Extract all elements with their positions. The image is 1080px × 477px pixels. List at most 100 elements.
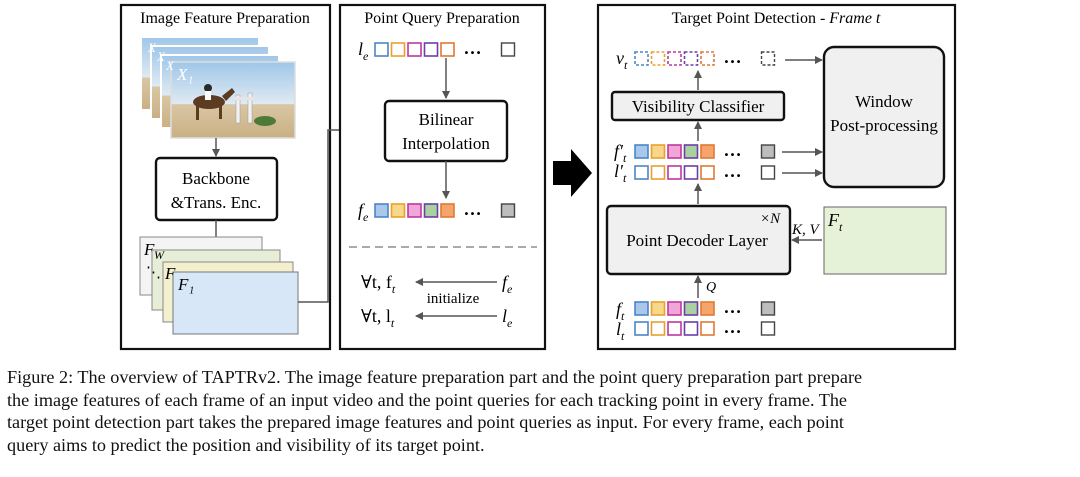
query-token [423, 42, 439, 57]
frame-label-2: X [156, 49, 166, 64]
query-token [683, 165, 699, 180]
point-query-panel [338, 3, 547, 351]
query-token [650, 165, 666, 180]
initialize-label: initialize [427, 291, 480, 307]
caption-line-2: the image features of each frame of an i… [7, 389, 847, 410]
query-token [683, 321, 699, 336]
bilinear-label-line2: Interpolation [402, 134, 490, 153]
query-token [634, 165, 649, 180]
feature-map-label-W-sub: W [154, 248, 165, 262]
point-decoder-label: Point Decoder Layer [626, 231, 768, 250]
query-token [634, 144, 649, 159]
point-query-panel-title: Point Query Preparation [364, 10, 520, 27]
init-lhs-f: ∀t, ft [361, 272, 396, 296]
query-token-last [760, 144, 776, 159]
figure-caption: Figure 2: The overview of TAPTRv2. The i… [7, 366, 1075, 456]
target-detection-panel-title: Target Point Detection - Frame t [672, 10, 881, 27]
query-token [700, 321, 715, 336]
token-ellipsis: … [464, 38, 482, 58]
lt-label: lt [616, 319, 625, 343]
query-token [700, 301, 715, 316]
query-token-last [760, 321, 776, 336]
feature-map-label-mid: F [164, 264, 176, 283]
init-rhs-l: le [502, 306, 513, 330]
query-token [374, 42, 389, 57]
visibility-classifier-box [610, 90, 786, 122]
query-token [667, 51, 682, 66]
query-token [634, 301, 649, 316]
backbone-label-line2: &Trans. Enc. [171, 193, 262, 212]
query-token [667, 144, 682, 159]
Ft-label: Ft [827, 210, 843, 234]
query-token-last [760, 301, 776, 316]
caption-line-1: Figure 2: The overview of TAPTRv2. The i… [7, 367, 863, 387]
query-token [634, 51, 649, 66]
feature-map-label-F1: F₁ [177, 275, 194, 294]
query-token [700, 165, 715, 180]
horse-rider-image [193, 84, 276, 126]
taptrv2-overview-diagram: Image Feature Preparation X X X X₁ Backb… [119, 3, 957, 351]
query-token [700, 51, 715, 66]
frame-label-1: X [147, 40, 157, 55]
flow-arrow [553, 149, 592, 197]
query-token [440, 203, 455, 218]
feature-map-ellipsis: ⋱ [146, 265, 161, 281]
ft-prime-token-row: … [634, 140, 776, 160]
frame-label-front: X₁ [176, 65, 193, 84]
init-lhs-l: ∀t, lt [361, 306, 395, 330]
decoder-repeat-label: ×N [760, 211, 781, 227]
visibility-classifier-label: Visibility Classifier [632, 97, 765, 116]
Ft-feature-box [823, 206, 947, 275]
token-ellipsis: … [724, 161, 742, 181]
caption-line-3: target point detection part takes the pr… [7, 412, 844, 432]
query-token [700, 144, 715, 159]
feature-map-label-W: F [143, 240, 155, 259]
query-token [390, 42, 406, 57]
feature-maps-stack: F W ⋱ F F₁ [139, 236, 299, 335]
le-label: le [358, 39, 369, 63]
lt-prime-token-row: … [634, 161, 776, 181]
vt-token-row: … [634, 47, 776, 67]
query-token [667, 301, 682, 316]
point-decoder-box [605, 204, 792, 276]
query-token [650, 144, 666, 159]
query-token [374, 203, 389, 218]
window-label-line2: Post-processing [830, 116, 938, 135]
lt-token-row: … [634, 317, 776, 337]
vt-label: vt [616, 48, 628, 72]
query-token-last [500, 203, 516, 218]
token-ellipsis: … [464, 199, 482, 219]
query-token [650, 301, 666, 316]
window-label-line1: Window [855, 92, 914, 111]
token-ellipsis: … [724, 140, 742, 160]
ft-prime-label: f′t [614, 141, 627, 165]
window-postprocessing-box [822, 45, 946, 189]
query-token-last [760, 165, 776, 180]
query-token [683, 144, 699, 159]
le-token-row: … [374, 38, 516, 58]
token-ellipsis: … [724, 317, 742, 337]
query-token [407, 203, 422, 218]
query-token [667, 165, 682, 180]
query-token [650, 51, 666, 66]
token-ellipsis: … [724, 47, 742, 67]
query-token [407, 42, 422, 57]
kv-label: K, V [791, 222, 821, 238]
query-token [683, 51, 699, 66]
video-frames-stack: X X X X₁ [140, 36, 296, 139]
caption-line-4: query aims to predict the position and v… [7, 434, 485, 455]
backbone-label-line1: Backbone [182, 169, 250, 188]
image-feature-panel-title: Image Feature Preparation [140, 10, 310, 27]
frame-label-3: X [165, 58, 175, 73]
query-token [634, 321, 649, 336]
fe-label: fe [358, 200, 369, 224]
query-token [683, 301, 699, 316]
query-token [667, 321, 682, 336]
ft-token-row: … [634, 297, 776, 317]
bilinear-label-line1: Bilinear [419, 110, 474, 129]
query-token [440, 42, 455, 57]
query-token-last [760, 51, 776, 66]
query-token-last [500, 42, 516, 57]
token-ellipsis: … [724, 297, 742, 317]
ft-label: ft [616, 299, 625, 323]
